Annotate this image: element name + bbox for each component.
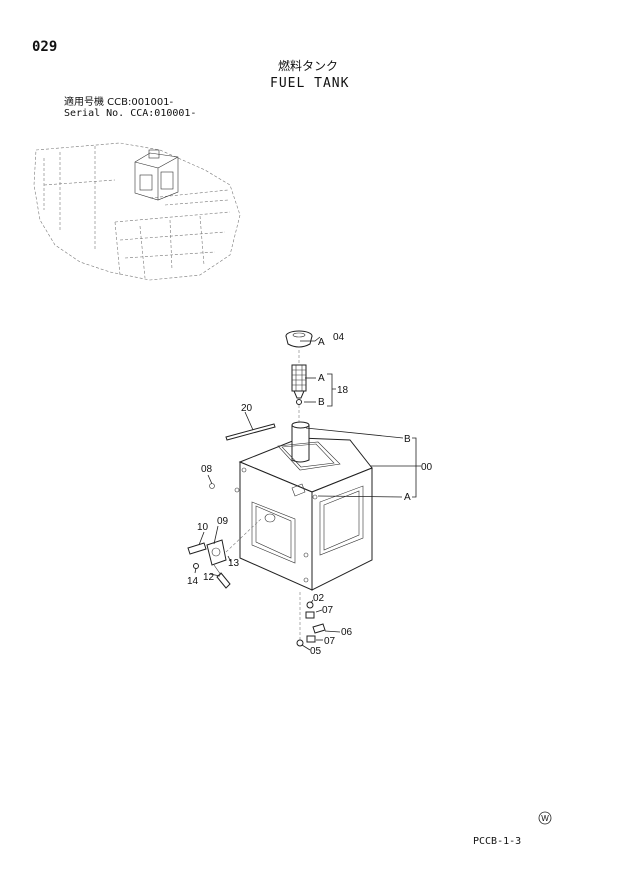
- serial-line-2: Serial No. CCA:010001-: [64, 108, 197, 119]
- callout-05: 05: [310, 646, 322, 657]
- page-number: 029: [32, 39, 58, 55]
- callout-00: 00: [421, 462, 433, 473]
- filler-cap: [285, 330, 313, 348]
- callout-20: 20: [241, 403, 253, 414]
- callout-07-lower: 07: [324, 636, 336, 647]
- gasket-strip: [225, 423, 276, 441]
- callout-07-upper: 07: [322, 605, 334, 616]
- svg-text:W: W: [541, 814, 549, 823]
- callout-13: 13: [228, 558, 240, 569]
- drain-parts: [209, 483, 326, 647]
- strainer: [291, 364, 307, 405]
- serial-line-1: 適用号機 CCB:001001-: [64, 97, 174, 108]
- brand-mark-icon: W: [538, 811, 552, 825]
- callout-14: 14: [187, 576, 199, 587]
- ref-a-strainer: A: [318, 373, 325, 384]
- callout-08: 08: [201, 464, 213, 475]
- ref-a-cap: A: [318, 337, 325, 348]
- ref-b-strainer: B: [318, 397, 325, 408]
- callout-04: 04: [333, 332, 345, 343]
- ref-b-tank: B: [404, 434, 411, 445]
- footer-code: PCCB-1-3: [473, 836, 522, 847]
- ref-a-tank: A: [404, 492, 411, 503]
- fuel-tank-body: [234, 421, 373, 591]
- callout-02: 02: [313, 593, 325, 604]
- callout-09: 09: [217, 516, 229, 527]
- callout-10: 10: [197, 522, 209, 533]
- callout-06: 06: [341, 627, 353, 638]
- leader-lines: [194, 336, 421, 651]
- callout-18: 18: [337, 385, 349, 396]
- page-title-en: FUEL TANK: [270, 76, 350, 91]
- machine-location-thumbnail: [33, 142, 241, 281]
- callout-12: 12: [203, 572, 215, 583]
- page-title-jp: 燃料タンク: [278, 59, 339, 73]
